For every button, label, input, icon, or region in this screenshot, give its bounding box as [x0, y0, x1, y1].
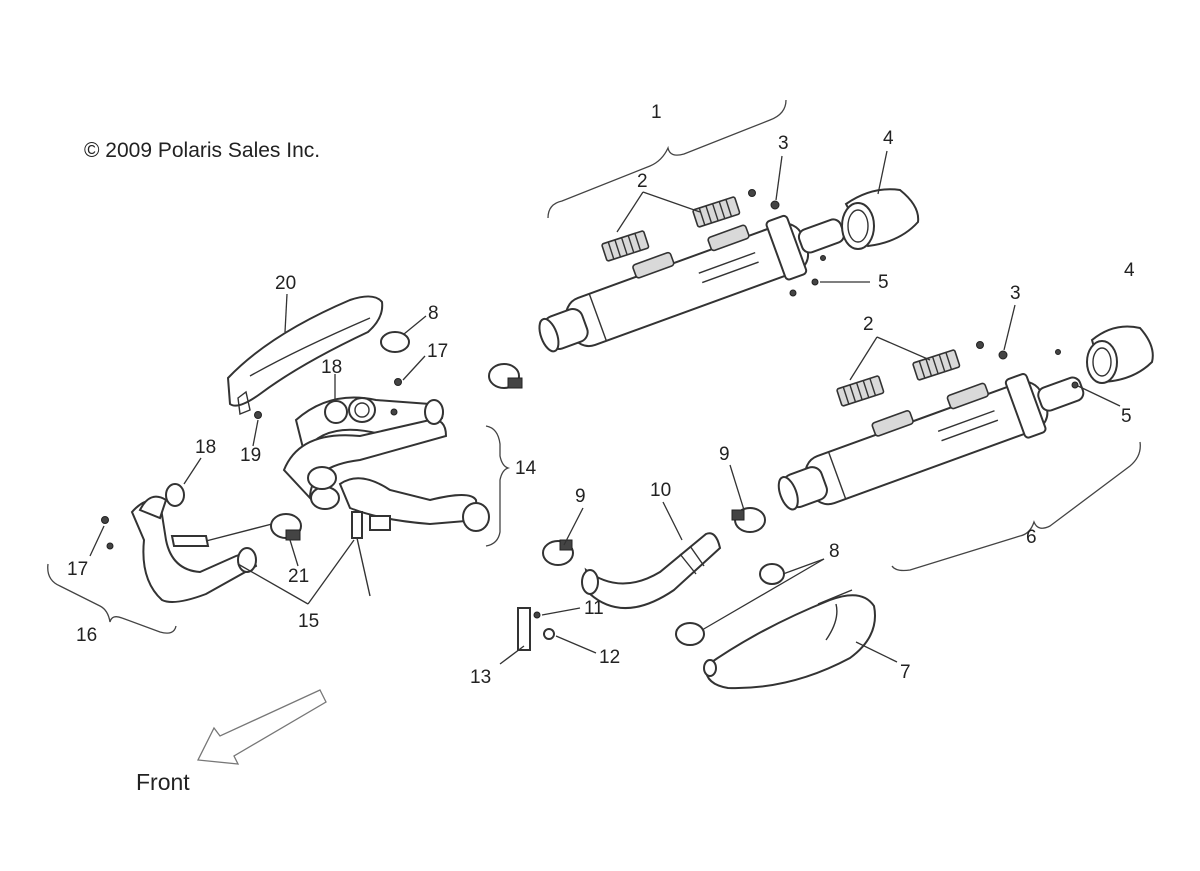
- brace-16: [47, 563, 177, 634]
- callout-18b: 18: [195, 437, 216, 458]
- callout-17b: 17: [67, 559, 88, 580]
- callout-11: 11: [584, 598, 604, 619]
- bracket-assembly: 11 12 13: [470, 598, 620, 688]
- brace-6: [891, 441, 1141, 572]
- callout-16: 16: [76, 625, 97, 646]
- bolt-3b: [998, 350, 1008, 360]
- brace-14: [485, 425, 511, 547]
- clamp-near-inlet-bolt: [507, 377, 523, 389]
- front-header-pipe: 18 17 16: [47, 437, 258, 646]
- callout-5b: 5: [1121, 406, 1132, 427]
- nut-17b-2: [106, 542, 114, 550]
- heat-shield-2b: [692, 196, 741, 228]
- screw-5a-3: [820, 255, 826, 261]
- bolt-3a-2: [748, 189, 756, 197]
- screw-11: [533, 611, 541, 619]
- nut-12: [543, 628, 555, 640]
- callout-8b: 8: [829, 541, 840, 562]
- screw-5a: [811, 278, 819, 286]
- clamp-8c: [759, 563, 785, 585]
- clamp-8b: [675, 622, 705, 646]
- callout-12: 12: [599, 647, 620, 668]
- front-label: Front: [136, 769, 190, 795]
- o2-sensor-15b: [351, 511, 363, 539]
- upper-muffler-assembly: 1 2 3 4 5: [538, 99, 920, 353]
- header-assembly: 18 14: [282, 357, 537, 547]
- bolt-3b-2: [976, 341, 984, 349]
- callout-4b: 4: [1124, 260, 1135, 281]
- exhaust-tip-4b: [1086, 325, 1154, 384]
- callout-5a: 5: [878, 272, 889, 293]
- bolt-3a: [770, 200, 780, 210]
- heat-shield-2d: [912, 349, 961, 381]
- front-direction-arrow: Front: [136, 689, 327, 795]
- screw-5a-2: [789, 289, 797, 297]
- callout-18a: 18: [321, 357, 342, 378]
- arrow-icon: [196, 689, 327, 765]
- sensor-assembly: 21 15: [170, 511, 371, 632]
- callout-14: 14: [515, 458, 537, 479]
- callout-20: 20: [275, 273, 296, 294]
- callout-9a: 9: [575, 486, 586, 507]
- bracket-13: [517, 607, 531, 651]
- gasket-18a: [324, 400, 348, 424]
- brace-1: [547, 99, 787, 219]
- nut-17b: [101, 516, 109, 524]
- callout-21: 21: [288, 566, 309, 587]
- callout-9b: 9: [719, 444, 730, 465]
- screw-19: [254, 411, 262, 419]
- gasket-18b: [165, 483, 185, 507]
- callout-15: 15: [298, 611, 319, 632]
- mid-pipe-10: [584, 532, 722, 609]
- screw-5b-2: [1055, 349, 1061, 355]
- copyright-notice: © 2009 Polaris Sales Inc.: [84, 139, 320, 162]
- exhaust-tip-4a: [841, 188, 920, 250]
- callout-3b: 3: [1010, 283, 1021, 304]
- o2-sensor-15a: [170, 535, 210, 547]
- callout-19: 19: [240, 445, 261, 466]
- callout-17a: 17: [427, 341, 448, 362]
- callout-4a: 4: [883, 128, 894, 149]
- callout-2b: 2: [863, 314, 874, 335]
- lower-muffler-assembly: 2 3 4 5 6: [777, 260, 1154, 572]
- callout-3a: 3: [778, 133, 789, 154]
- callout-13: 13: [470, 667, 491, 688]
- callout-8a: 8: [428, 303, 439, 324]
- nut-17a: [394, 378, 402, 386]
- clamp-8a: [380, 331, 410, 353]
- heat-shield-2c: [836, 375, 885, 407]
- callout-6: 6: [1026, 527, 1037, 548]
- mid-pipe-assembly: 9 9 10: [542, 444, 766, 609]
- callout-2a: 2: [637, 171, 648, 192]
- heat-shield-7: 8 7: [675, 541, 911, 690]
- callout-10: 10: [650, 480, 671, 501]
- callout-7: 7: [900, 662, 911, 683]
- callout-1: 1: [651, 102, 662, 123]
- screw-5b: [1071, 381, 1079, 389]
- heat-shield-2a: [601, 230, 650, 262]
- heat-shield-20: 20 8 17 19: [226, 273, 448, 466]
